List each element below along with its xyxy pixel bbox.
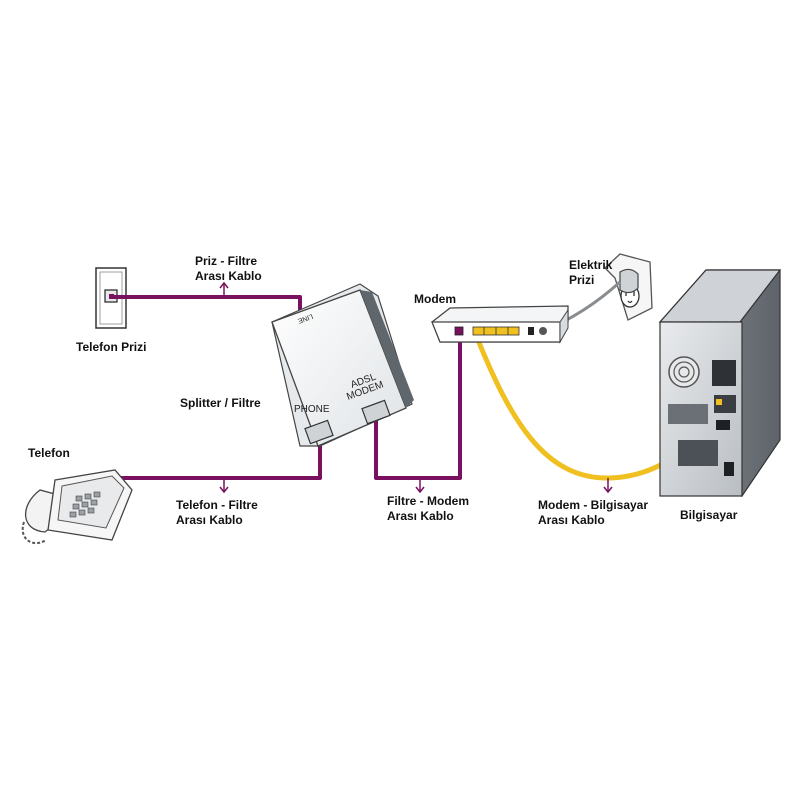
label-priz-filtre-cable: Priz - Filtre Arası Kablo bbox=[195, 254, 262, 283]
label-filtre-modem-cable: Filtre - Modem Arası Kablo bbox=[387, 494, 470, 523]
label-modem: Modem bbox=[414, 292, 456, 306]
label-telefon-prizi: Telefon Prizi bbox=[76, 340, 147, 354]
arrow-filtre-modem bbox=[415, 478, 425, 494]
label-arrows bbox=[219, 281, 613, 494]
priz-filtre-cable bbox=[114, 295, 302, 310]
label-elektrik-prizi: Elektrik Prizi bbox=[569, 258, 613, 287]
label-bilgisayar: Bilgisayar bbox=[680, 508, 738, 522]
telephone-device bbox=[21, 469, 133, 545]
label-telefon: Telefon bbox=[28, 446, 70, 460]
arrow-priz-filtre bbox=[219, 281, 229, 297]
telefon-filtre-cable bbox=[112, 432, 322, 480]
splitter-port-phone-label: PHONE bbox=[294, 404, 330, 415]
arrow-telefon-filtre bbox=[219, 478, 229, 494]
filtre-modem-cable bbox=[374, 330, 462, 480]
label-splitter: Splitter / Filtre bbox=[180, 396, 261, 410]
power-outlet bbox=[604, 253, 653, 321]
purple-cables bbox=[112, 295, 462, 480]
splitter-device: LINE PHONE ADSL MODEM bbox=[271, 283, 414, 447]
modem-device bbox=[431, 305, 569, 344]
computer-tower bbox=[658, 269, 782, 498]
label-telefon-filtre-cable: Telefon - Filtre Arası Kablo bbox=[176, 498, 258, 527]
arrow-modem-bilgisayar bbox=[603, 478, 613, 494]
label-modem-bilgisayar-cable: Modem - Bilgisayar Arası Kablo bbox=[538, 498, 649, 527]
